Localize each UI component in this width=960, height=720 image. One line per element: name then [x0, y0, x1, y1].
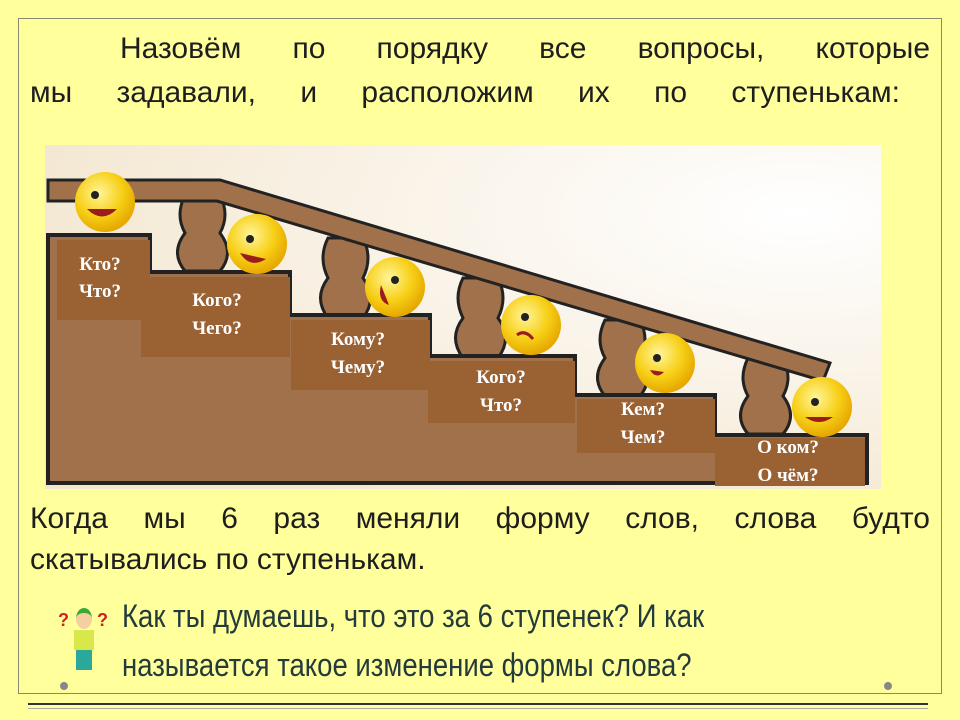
step-2-q1: Кого? — [192, 290, 242, 311]
question-line-1: Как ты думаешь, что это за 6 ступенек? И… — [122, 598, 705, 634]
slide-frame — [18, 18, 942, 694]
staircase-illustration: Кто? Что? Кого? Чего? Кому? Чему? Кого? … — [45, 145, 881, 489]
step-labels: Кто? Что? Кого? Чего? Кому? Чему? Кого? … — [79, 254, 819, 486]
smiley-icon — [501, 295, 561, 355]
step-6-q2: О чём? — [757, 465, 818, 486]
smiley-icon — [365, 257, 425, 317]
outro-line-2: скатывались по ступенькам. — [30, 543, 426, 576]
intro-line-2: мы задавали, и расположим их по ступеньк… — [30, 76, 900, 109]
step-5-q1: Кем? — [621, 399, 665, 420]
step-2-q2: Чего? — [192, 318, 242, 339]
step-6-q1: О ком? — [757, 437, 819, 458]
divider — [28, 703, 928, 705]
smileys — [75, 172, 852, 437]
smiley-icon — [792, 377, 852, 437]
step-4-q2: Что? — [480, 395, 522, 416]
outro-line-1: Когда мы 6 раз меняли форму слов, слова … — [30, 502, 930, 535]
step-5-q2: Чем? — [621, 427, 666, 448]
step-1-q2: Что? — [79, 281, 121, 302]
step-3-q2: Чему? — [331, 357, 385, 378]
balusters — [176, 193, 792, 436]
bullet-dot — [884, 682, 892, 690]
bullet-dot — [60, 682, 68, 690]
intro-line-1: Назовём по порядку все вопросы, которые — [120, 32, 930, 65]
smiley-icon — [227, 214, 287, 274]
divider — [28, 708, 928, 709]
step-1-q1: Кто? — [79, 254, 120, 275]
smiley-icon — [75, 172, 135, 232]
thinking-boy-icon: ? ? — [58, 604, 108, 674]
step-4-q1: Кого? — [476, 367, 526, 388]
question-line-2: называется такое изменение формы слова? — [122, 647, 692, 683]
smiley-icon — [635, 333, 695, 393]
step-3-q1: Кому? — [331, 329, 385, 350]
